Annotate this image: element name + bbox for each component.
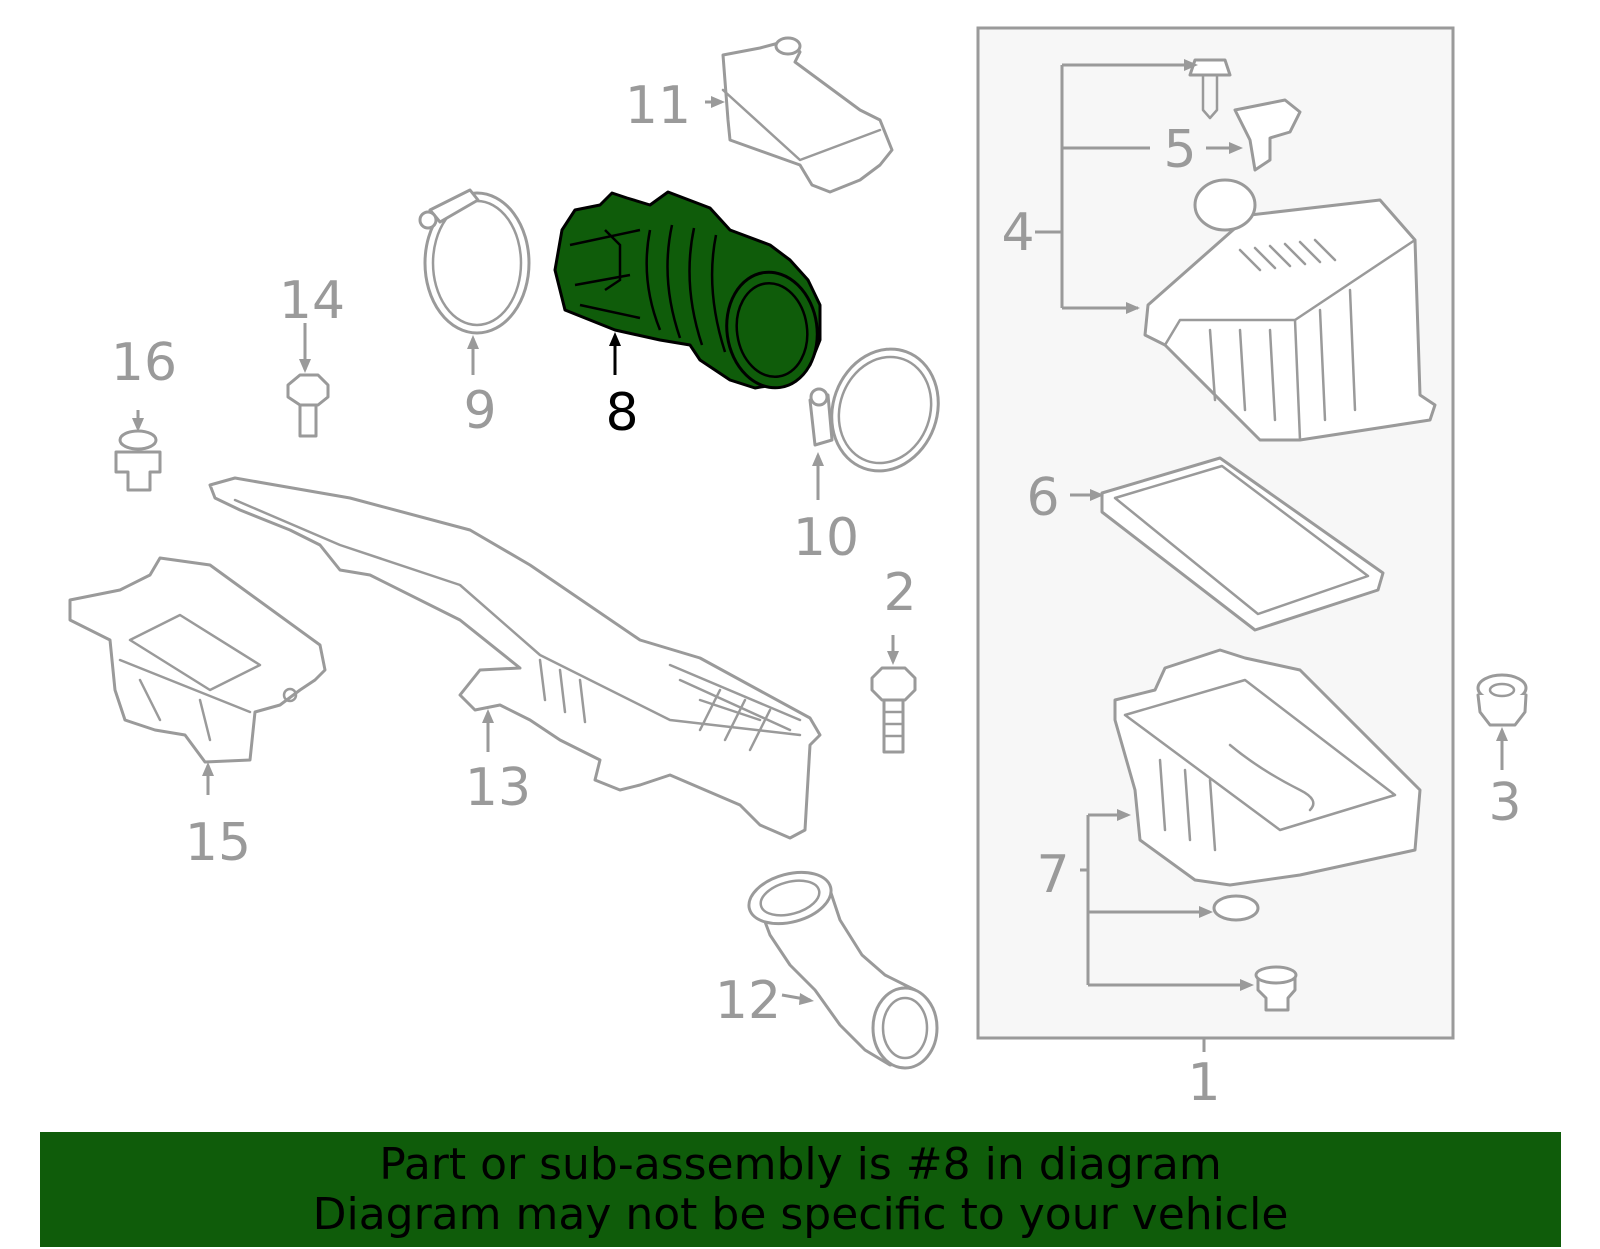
part-8-intake-hose[interactable]	[553, 190, 825, 394]
part-14-bolt[interactable]	[286, 373, 330, 438]
parts-diagram: 1 2 3 4 5 6 7 8 9 10 11 12 13 14 15 16	[68, 26, 1528, 1113]
part-11-resonator[interactable]	[721, 36, 894, 194]
part-16-clip[interactable]	[114, 429, 162, 492]
part-5-sensor[interactable]	[1188, 58, 1302, 172]
part-10-clamp[interactable]	[808, 334, 955, 486]
callout-9: 9	[463, 381, 496, 441]
info-banner: Part or sub-assembly is #8 in diagram Di…	[40, 1132, 1561, 1247]
arrow-heads	[132, 59, 1508, 1005]
callout-2: 2	[883, 563, 916, 623]
callout-15: 15	[185, 813, 251, 873]
part-6-filter-element[interactable]	[1100, 456, 1385, 632]
part-2-bolt[interactable]	[870, 666, 917, 754]
callout-12: 12	[715, 971, 781, 1031]
part-15-bracket[interactable]	[68, 556, 327, 764]
callout-13: 13	[465, 758, 531, 818]
part-13-intake-duct[interactable]	[208, 476, 822, 840]
part-3-grommet[interactable]	[1476, 673, 1528, 727]
callout-8: 8	[605, 383, 638, 443]
callout-14: 14	[279, 271, 345, 331]
part-7-air-cleaner-case[interactable]	[1113, 648, 1422, 1012]
callout-3: 3	[1488, 773, 1521, 833]
part-12-hose[interactable]	[743, 864, 939, 1070]
callout-4: 4	[1001, 203, 1034, 263]
banner-line-2: Diagram may not be specific to your vehi…	[312, 1188, 1289, 1240]
callout-16: 16	[111, 333, 177, 393]
callout-5: 5	[1163, 120, 1196, 180]
callout-1: 1	[1187, 1053, 1220, 1113]
callout-10: 10	[793, 508, 859, 568]
callout-7: 7	[1036, 845, 1069, 905]
banner-line-1: Part or sub-assembly is #8 in diagram	[379, 1138, 1222, 1190]
callout-11: 11	[625, 76, 691, 136]
part-9-clamp[interactable]	[418, 188, 531, 335]
callout-6: 6	[1026, 468, 1059, 528]
callout-labels: 1 2 3 4 5 6 7 8 9 10 11 12 13 14 15 16	[111, 76, 1522, 1113]
part-4-air-cleaner-cover[interactable]	[1143, 178, 1437, 442]
